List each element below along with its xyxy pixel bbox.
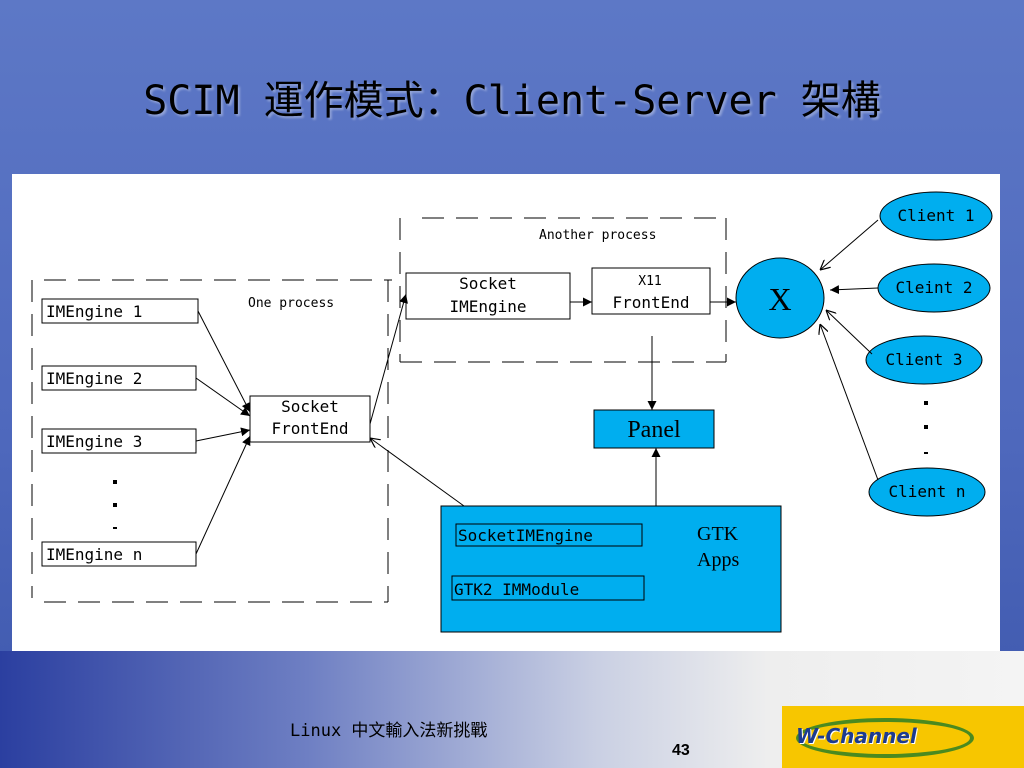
gtk-apps-box: SocketIMEngine GTK2 IMModule GTK Apps xyxy=(440,505,782,633)
client-label: Cleint 2 xyxy=(895,278,972,297)
arrow-client2-to-x xyxy=(829,285,879,295)
gtk-apps-label-line1: GTK xyxy=(697,523,739,545)
socket-imengine-line2: IMEngine xyxy=(449,297,526,316)
client-node-1: Client 1 xyxy=(879,191,993,241)
client-label: Client 3 xyxy=(885,350,962,369)
panel-box: Panel xyxy=(593,409,715,449)
logo-ellipse xyxy=(796,718,974,758)
architecture-diagram: One process Another process IMEngine 1 I… xyxy=(12,174,1000,651)
imengine-ellipsis xyxy=(113,480,117,529)
x-server-label: X xyxy=(768,281,791,317)
socket-imengine-box: Socket IMEngine xyxy=(405,272,571,320)
x11-frontend-line1: X11 xyxy=(638,274,661,289)
socket-frontend-box: Socket FrontEnd xyxy=(249,395,371,443)
imengine-label: IMEngine 1 xyxy=(46,302,142,321)
x11-frontend-box: X11 FrontEnd xyxy=(591,267,711,315)
another-process-boundary xyxy=(399,217,727,363)
arrow-imengine1-to-frontend xyxy=(197,310,251,413)
gtk2-immodule-label: GTK2 IMModule xyxy=(454,580,579,599)
gtk-apps-label-line2: Apps xyxy=(697,549,739,571)
client-node-n: Client n xyxy=(868,467,986,517)
arrow-imenginen-to-frontend xyxy=(195,435,251,555)
arrow-gtk-to-frontend xyxy=(370,438,465,507)
arrow-client1-to-x xyxy=(820,219,879,270)
imengine-box-3: IMEngine 3 xyxy=(41,428,197,454)
imengine-label: IMEngine 3 xyxy=(46,432,142,451)
x11-frontend-line2: FrontEnd xyxy=(612,293,689,312)
w-channel-logo: W-Channel xyxy=(782,706,1024,768)
slide-title: SCIM 運作模式：Client-Server 架構 xyxy=(143,78,881,124)
arrow-imengine2-to-frontend xyxy=(195,377,251,417)
arrow-clientn-to-x xyxy=(820,324,879,481)
client-node-3: Client 3 xyxy=(865,335,983,385)
arrow-frontend-to-socket-imengine xyxy=(369,293,408,425)
client-label: Client n xyxy=(888,482,965,501)
arrow-client3-to-x xyxy=(826,310,873,355)
one-process-label: One process xyxy=(248,296,334,311)
one-process-boundary xyxy=(31,279,392,603)
page-number: 43 xyxy=(672,742,690,759)
imengine-box-2: IMEngine 2 xyxy=(41,365,197,391)
socket-imengine-line1: Socket xyxy=(459,274,517,293)
imengine-box-n: IMEngine n xyxy=(41,541,197,567)
connector-lines xyxy=(195,219,879,555)
imengine-label: IMEngine 2 xyxy=(46,369,142,388)
gtk-socket-imengine-label: SocketIMEngine xyxy=(458,526,593,545)
arrow-imengine3-to-frontend xyxy=(195,427,251,442)
x-server-node: X xyxy=(735,257,825,339)
footer-text: Linux 中文輸入法新挑戰 xyxy=(290,721,488,741)
socket-frontend-line1: Socket xyxy=(281,397,339,416)
panel-label: Panel xyxy=(627,417,681,443)
imengine-label: IMEngine n xyxy=(46,545,142,564)
logo-text: W-Channel xyxy=(796,724,917,748)
client-ellipsis xyxy=(924,401,928,454)
imengine-box-1: IMEngine 1 xyxy=(41,298,199,324)
client-node-2: Cleint 2 xyxy=(877,263,991,313)
another-process-label: Another process xyxy=(539,228,656,243)
socket-frontend-line2: FrontEnd xyxy=(271,419,348,438)
client-label: Client 1 xyxy=(897,206,974,225)
